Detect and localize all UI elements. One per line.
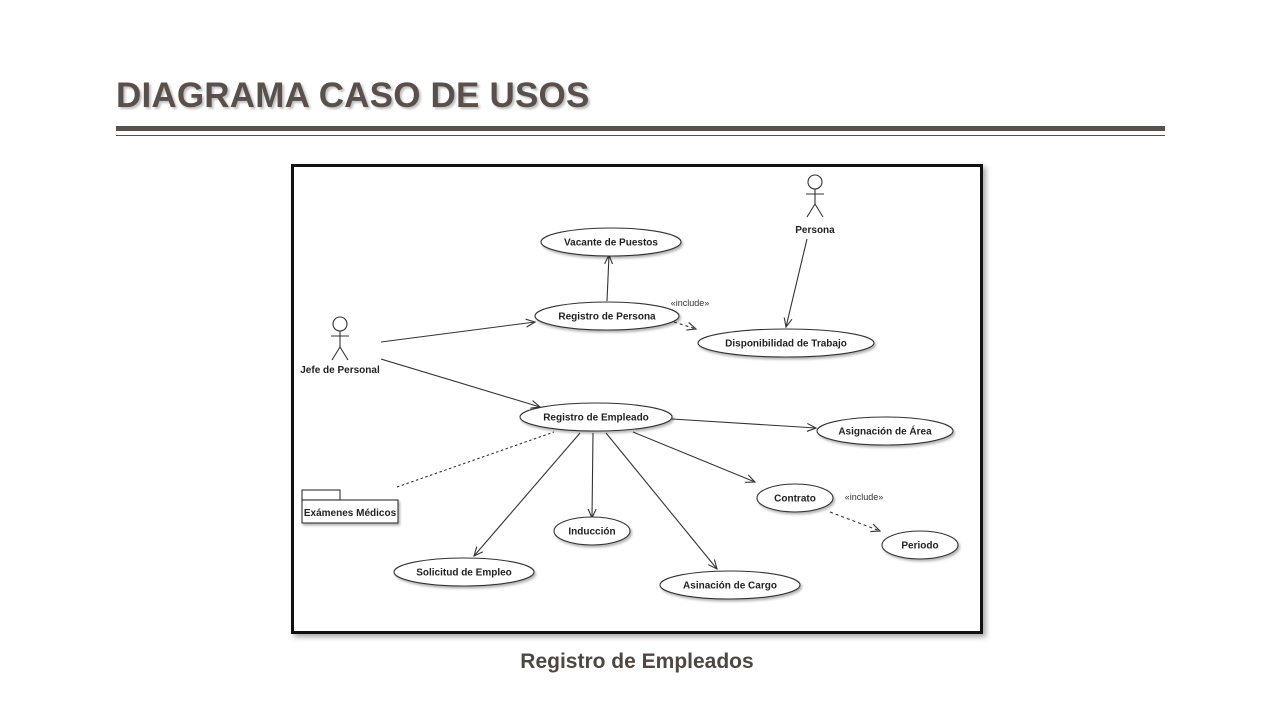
usecase-contrato: Contrato	[756, 483, 834, 513]
assoc-jefe-registro-persona	[380, 322, 535, 343]
link-examenes-registro-empleado	[396, 431, 555, 488]
assoc-registro-empleado-contrato	[632, 431, 755, 482]
package-body	[301, 499, 399, 524]
title-rule-thin	[116, 135, 1165, 136]
usecase-vacante-de-puestos: Vacante de Puestos	[540, 227, 682, 257]
assoc-jefe-registro-empleado	[380, 358, 540, 407]
diagram-canvas: Jefe de Personal Persona Vacante de Pues…	[300, 174, 959, 600]
usecase-registro-de-persona: Registro de Persona	[534, 301, 680, 331]
svg-text:Registro de Persona: Registro de Persona	[558, 312, 656, 323]
usecase-asignacion-de-area: Asignación de Área	[816, 416, 954, 446]
svg-text:Vacante de Puestos: Vacante de Puestos	[564, 238, 658, 249]
stereotype-include-2: «include»	[845, 492, 884, 502]
svg-text:Solicitud de Empleo: Solicitud de Empleo	[416, 568, 512, 579]
use-case-diagram: Jefe de Personal Persona Vacante de Pues…	[291, 164, 983, 634]
actor-jefe-de-personal	[331, 316, 349, 361]
svg-text:Exámenes Médicos: Exámenes Médicos	[304, 508, 397, 519]
assoc-registro-empleado-asinacion	[605, 432, 717, 569]
assoc-registro-empleado-solicitud	[474, 432, 581, 556]
package-examenes-medicos: Exámenes Médicos	[301, 489, 399, 524]
stereotype-include-1: «include»	[671, 298, 710, 308]
svg-text:Asinación de Cargo: Asinación de Cargo	[683, 581, 777, 592]
usecase-induccion: Inducción	[553, 516, 631, 546]
assoc-registro-empleado-asignacion	[671, 418, 816, 428]
svg-text:Contrato: Contrato	[774, 494, 816, 505]
usecase-solicitud-de-empleo: Solicitud de Empleo	[393, 557, 535, 587]
title-rule-thick	[116, 126, 1165, 131]
svg-text:Asignación de Área: Asignación de Área	[838, 425, 932, 438]
svg-text:Inducción: Inducción	[568, 527, 615, 538]
svg-text:Registro de Empleado: Registro de Empleado	[543, 413, 649, 424]
actor-label-jefe: Jefe de Personal	[300, 365, 380, 376]
diagram-caption: Registro de Empleados	[520, 650, 754, 673]
include-registro-persona-disponibilidad	[673, 321, 696, 329]
actor-label-persona: Persona	[795, 225, 835, 236]
assoc-registro-persona-vacante	[607, 255, 609, 302]
package-tab	[301, 489, 341, 501]
assoc-registro-empleado-induccion	[592, 432, 593, 518]
actor-head-icon	[807, 174, 823, 190]
usecase-periodo: Periodo	[881, 530, 959, 560]
actor-persona	[806, 174, 824, 218]
usecase-registro-de-empleado: Registro de Empleado	[519, 402, 673, 432]
include-contrato-periodo	[829, 511, 880, 531]
assoc-persona-disponibilidad	[786, 238, 808, 327]
usecase-disponibilidad-de-trabajo: Disponibilidad de Trabajo	[697, 328, 875, 358]
actor-head-icon	[332, 316, 348, 332]
slide-title: DIAGRAMA CASO DE USOS	[116, 76, 590, 115]
usecase-asinacion-de-cargo: Asinación de Cargo	[659, 570, 801, 600]
svg-text:Disponibilidad de Trabajo: Disponibilidad de Trabajo	[725, 339, 847, 350]
svg-text:Periodo: Periodo	[901, 541, 938, 552]
